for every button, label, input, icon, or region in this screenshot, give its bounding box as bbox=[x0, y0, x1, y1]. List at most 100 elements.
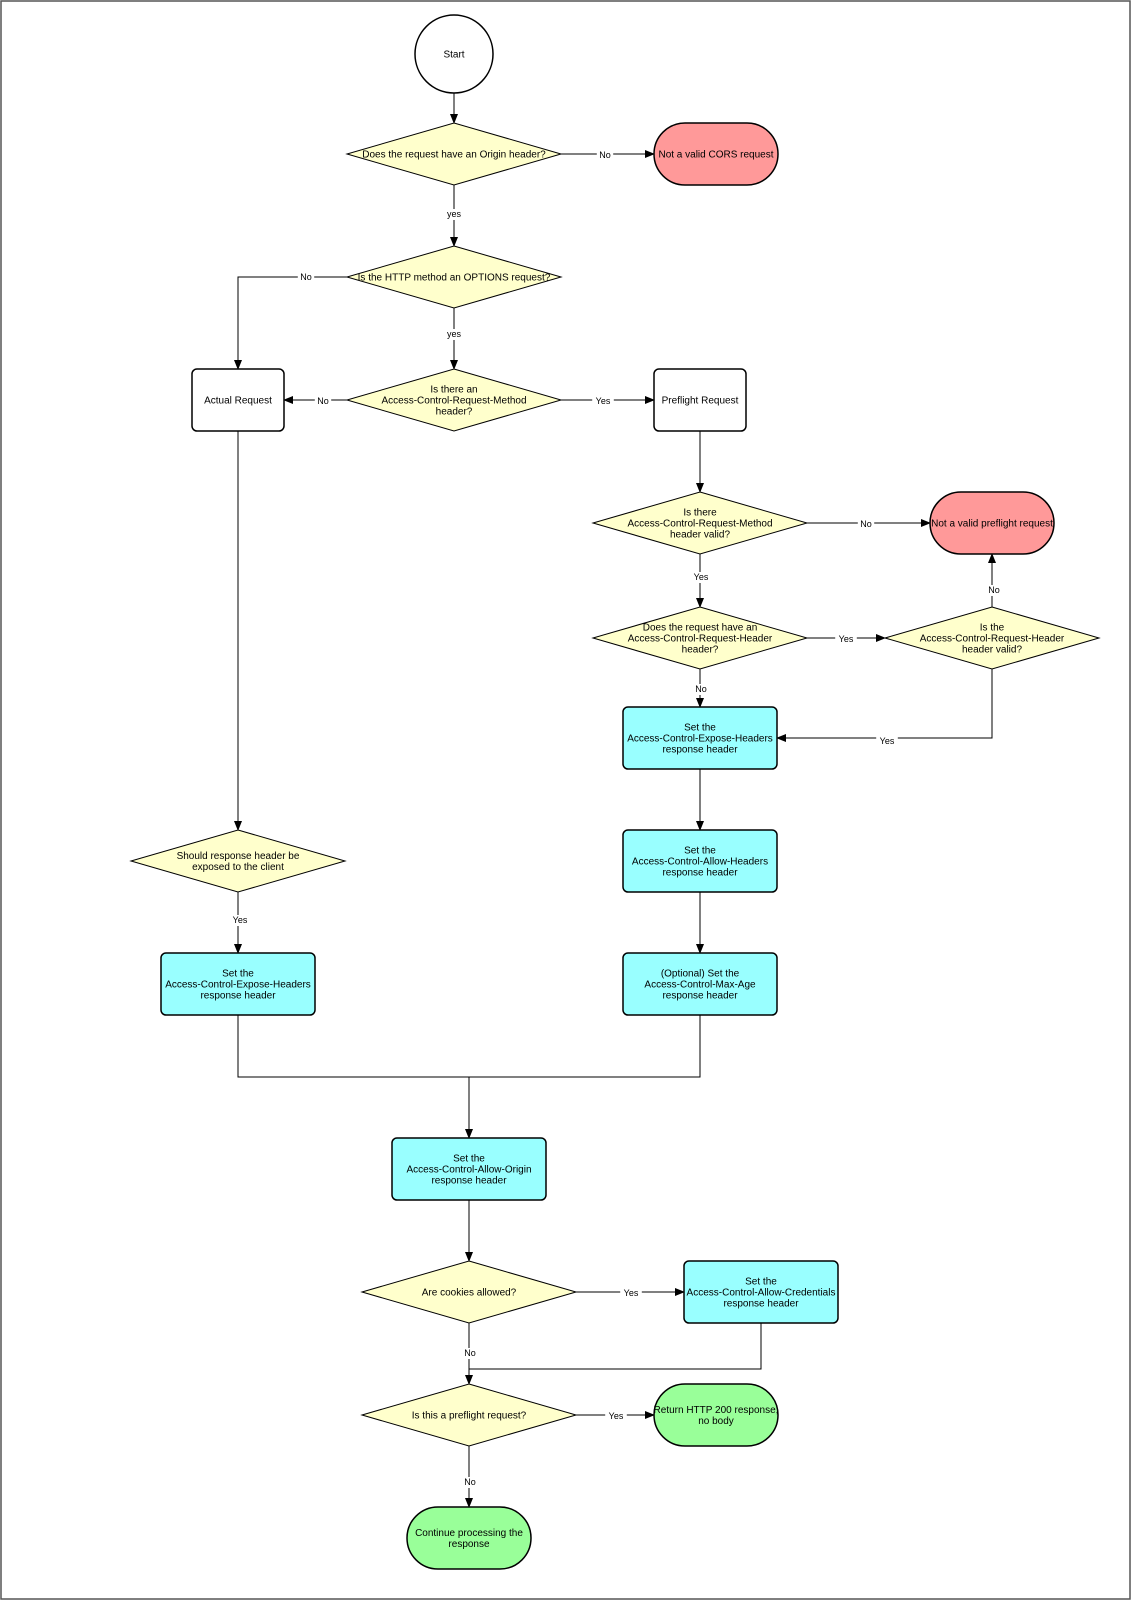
node-label: response header bbox=[200, 991, 276, 1002]
edge-label-preflight-no: No bbox=[461, 1477, 479, 1488]
edge-label-bg bbox=[620, 1288, 642, 1299]
edge-label-text: No bbox=[464, 1348, 476, 1358]
node-label: Return HTTP 200 response, bbox=[654, 1405, 779, 1416]
process-box bbox=[622, 952, 778, 1016]
terminal-shape bbox=[653, 1383, 779, 1447]
edge-label-bg bbox=[443, 209, 465, 220]
node-label: header valid? bbox=[670, 530, 730, 541]
node-start: Start bbox=[414, 14, 494, 94]
node-q-acrm: Is there anAccess-Control-Request-Method… bbox=[345, 368, 563, 432]
decision-diamond bbox=[883, 606, 1101, 670]
edge-label-acrm-yes: Yes bbox=[592, 396, 614, 407]
process-box bbox=[622, 706, 778, 770]
edge-label-origin-no: No bbox=[596, 150, 614, 161]
node-label: Set the bbox=[684, 723, 716, 734]
node-set-expose-actual: Set theAccess-Control-Expose-Headersresp… bbox=[160, 952, 316, 1016]
node-label: Set the bbox=[222, 969, 254, 980]
edge-acrh-valid-yes bbox=[776, 669, 993, 742]
edge-label-acrm-valid-no: No bbox=[857, 519, 875, 530]
process-box bbox=[653, 368, 747, 432]
node-label: Are cookies allowed? bbox=[422, 1288, 517, 1299]
decision-diamond bbox=[345, 368, 563, 432]
node-label: Access-Control-Allow-Credentials bbox=[687, 1288, 836, 1299]
edge-label-bg bbox=[692, 684, 710, 695]
node-label: Start bbox=[443, 50, 464, 61]
edge-label-bg bbox=[314, 396, 332, 407]
node-label: Access-Control-Request-Header bbox=[920, 634, 1065, 645]
node-label: response header bbox=[431, 1176, 507, 1187]
terminal-shape bbox=[406, 1506, 532, 1570]
node-label: Set the bbox=[684, 846, 716, 857]
edge-label-acrh-valid-no: No bbox=[985, 585, 1003, 596]
edge-label-text: No bbox=[599, 150, 611, 160]
edge-label-cookies-yes: Yes bbox=[620, 1288, 642, 1299]
decision-diamond bbox=[360, 1260, 578, 1324]
node-label: header? bbox=[436, 407, 473, 418]
edge-label-text: No bbox=[317, 396, 329, 406]
edge-label-bg bbox=[461, 1348, 479, 1359]
edge-label-bg bbox=[229, 915, 251, 926]
process-box bbox=[622, 829, 778, 893]
edge-label-bg bbox=[690, 572, 712, 583]
node-label: no body bbox=[698, 1416, 734, 1427]
node-label: exposed to the client bbox=[192, 862, 284, 873]
decision-diamond bbox=[345, 245, 563, 309]
node-q-options: Is the HTTP method an OPTIONS request? bbox=[345, 245, 563, 309]
node-label: response header bbox=[662, 745, 738, 756]
node-set-expose-pf: Set theAccess-Control-Expose-Headersresp… bbox=[622, 706, 778, 770]
edge-label-bg bbox=[443, 329, 465, 340]
node-label: Is there bbox=[683, 508, 717, 519]
edge-label-text: No bbox=[464, 1477, 476, 1487]
edge-label-text: Yes bbox=[880, 736, 895, 746]
node-label: Not a valid preflight request bbox=[931, 519, 1053, 530]
node-label: Access-Control-Request-Header bbox=[628, 634, 773, 645]
decision-diamond bbox=[360, 1383, 578, 1447]
node-label: response header bbox=[662, 991, 738, 1002]
edge-label-options-no: No bbox=[297, 272, 315, 283]
node-set-max-age: (Optional) Set theAccess-Control-Max-Age… bbox=[622, 952, 778, 1016]
node-preflight-request: Preflight Request bbox=[653, 368, 747, 432]
edge-label-options-yes: yes bbox=[443, 329, 465, 340]
edge-label-bg bbox=[461, 1477, 479, 1488]
edge-label-acrh-yes: Yes bbox=[835, 634, 857, 645]
node-label: Is this a preflight request? bbox=[412, 1411, 527, 1422]
node-label: Access-Control-Request-Method bbox=[381, 396, 526, 407]
edge-label-text: Yes bbox=[233, 915, 248, 925]
edge-label-acrm-no: No bbox=[314, 396, 332, 407]
edge-credentials-back bbox=[469, 1323, 762, 1370]
start-circle bbox=[414, 14, 494, 94]
node-label: Continue processing the bbox=[415, 1528, 523, 1539]
edge-label-bg bbox=[835, 634, 857, 645]
edge-label-acrh-valid-yes: Yes bbox=[876, 736, 898, 747]
node-label: header? bbox=[682, 645, 719, 656]
node-label: Access-Control-Allow-Headers bbox=[632, 857, 768, 868]
edge-label-bg bbox=[297, 272, 315, 283]
node-label: Access-Control-Request-Method bbox=[627, 519, 772, 530]
node-q-cookies: Are cookies allowed? bbox=[360, 1260, 578, 1324]
edge-label-text: No bbox=[695, 684, 707, 694]
edge-label-bg bbox=[857, 519, 875, 530]
process-box bbox=[683, 1260, 839, 1324]
edge-label-preflight-yes: Yes bbox=[605, 1411, 627, 1422]
edge-label-text: No bbox=[988, 585, 1000, 595]
edge-label-expose-yes: Yes bbox=[229, 915, 251, 926]
decision-diamond bbox=[591, 606, 809, 670]
edge-label-text: Yes bbox=[609, 1411, 624, 1421]
edge-label-text: yes bbox=[447, 329, 462, 339]
edge-label-acrm-valid-yes: Yes bbox=[690, 572, 712, 583]
terminal-shape bbox=[653, 122, 779, 186]
node-actual-request: Actual Request bbox=[191, 368, 285, 432]
node-label: response header bbox=[723, 1299, 799, 1310]
node-q-acrh-valid: Is theAccess-Control-Request-Headerheade… bbox=[883, 606, 1101, 670]
node-set-credentials: Set theAccess-Control-Allow-Credentialsr… bbox=[683, 1260, 839, 1324]
node-label: Access-Control-Max-Age bbox=[644, 980, 756, 991]
process-box bbox=[391, 1137, 547, 1201]
node-q-acrh: Does the request have anAccess-Control-R… bbox=[591, 606, 809, 670]
node-label: Not a valid CORS request bbox=[658, 150, 773, 161]
edge-label-bg bbox=[876, 736, 898, 747]
decision-diamond bbox=[129, 829, 347, 893]
node-label: response bbox=[448, 1539, 490, 1550]
